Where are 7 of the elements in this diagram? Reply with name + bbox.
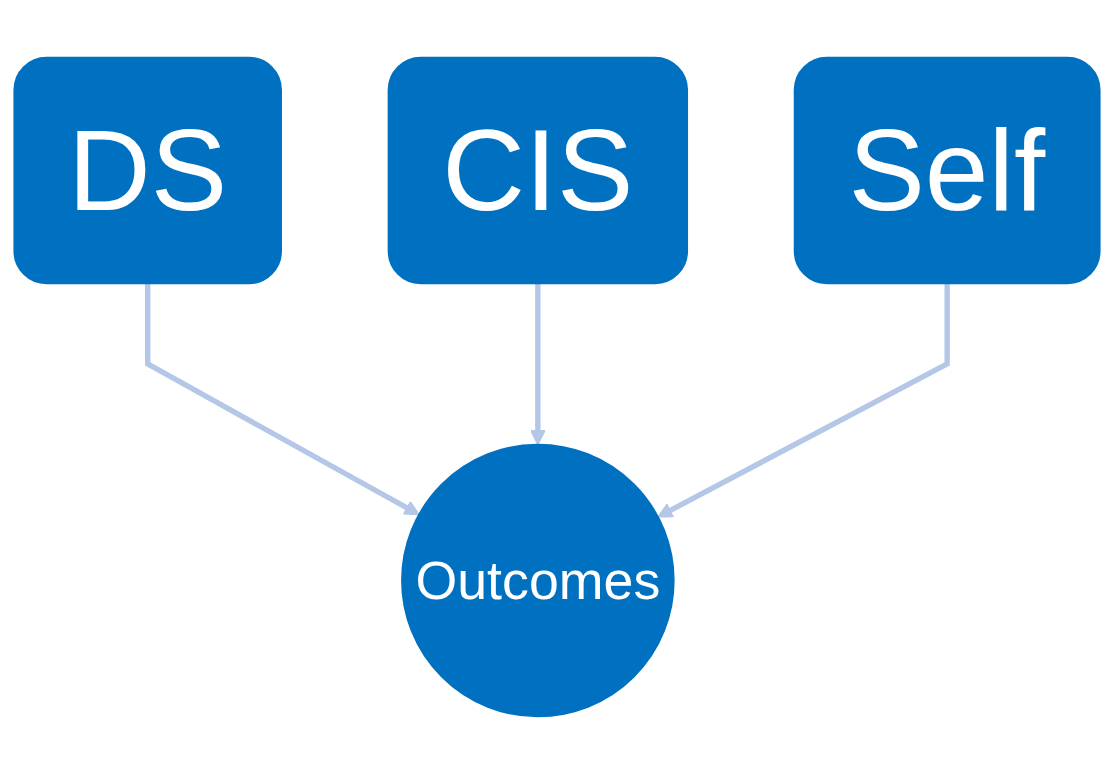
arrow — [529, 283, 546, 446]
arrow — [657, 283, 950, 518]
node-box: Self — [793, 56, 1101, 285]
node-box: CIS — [387, 56, 689, 285]
node-box: DS — [13, 56, 282, 285]
node-circle: Outcomes — [401, 443, 675, 718]
arrow — [145, 283, 420, 516]
